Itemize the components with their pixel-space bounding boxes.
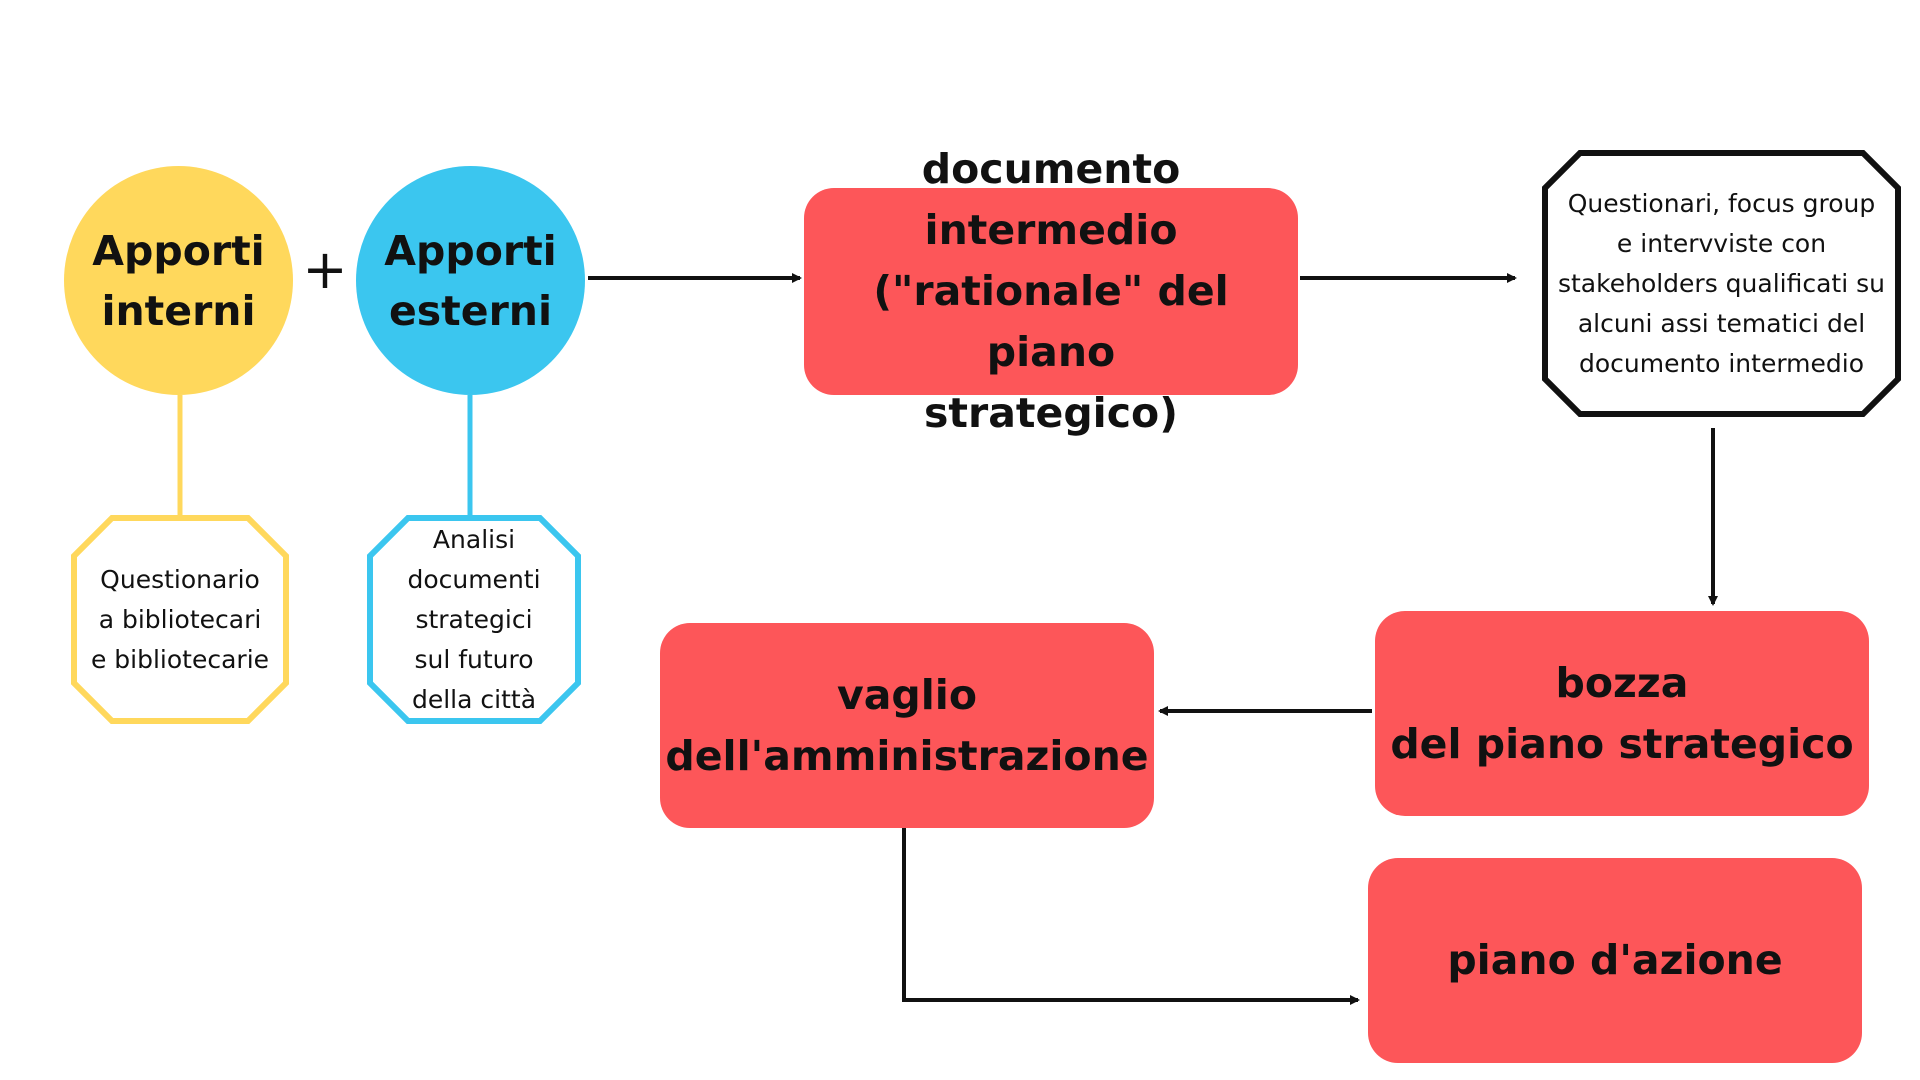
questionari-focus-line-2: e intervviste con [1616, 228, 1827, 258]
questionari-focus-octagon [1542, 150, 1901, 417]
questionari-focus-line-4: alcuni assi tematici del [1577, 308, 1866, 338]
bozza-line-2: del piano strategico [1390, 719, 1854, 768]
analisi-text: Analisi documenti strategici sul futuro … [374, 518, 574, 721]
bozza-line-1: bozza [1555, 658, 1689, 707]
apporti-esterni-line-2: esterni [388, 286, 553, 335]
questionari-focus-text: Questionari, focus group e intervviste c… [1549, 157, 1894, 410]
analisi-line-4: sul futuro [414, 644, 534, 674]
analisi-line-5: della città [411, 684, 537, 714]
questionario-octagon [71, 515, 289, 724]
plus-sign: + [302, 238, 348, 301]
apporti-interni-node: Apporti interni [64, 166, 293, 395]
analisi-line-3: strategici [415, 604, 533, 634]
apporti-interni-line-1: Apporti [92, 226, 265, 275]
apporti-esterni-node: Apporti esterni [356, 166, 585, 395]
documento-intermedio-line-1: documento intermedio [921, 145, 1181, 254]
questionario-line-1: Questionario [100, 564, 260, 594]
vaglio-line-2: dell'amministrazione [665, 731, 1149, 780]
analisi-line-1: Analisi [432, 524, 516, 554]
vaglio-box: vaglio dell'amministrazione [660, 623, 1154, 828]
vaglio-line-1: vaglio [836, 670, 978, 719]
questionario-line-3: e bibliotecarie [90, 644, 270, 674]
piano-azione-line-1: piano d'azione [1447, 936, 1783, 984]
analisi-octagon [367, 515, 581, 724]
piano-azione-box: piano d'azione [1368, 858, 1862, 1063]
documento-intermedio-box: documento intermedio ("rationale" del pi… [804, 145, 1298, 437]
questionari-focus-line-1: Questionari, focus group [1567, 188, 1876, 218]
documento-intermedio-line-3: strategico) [924, 389, 1178, 437]
questionari-focus-line-5: documento intermedio [1578, 348, 1865, 378]
questionario-text: Questionario a bibliotecari e biblioteca… [78, 522, 282, 717]
analisi-line-2: documenti [407, 564, 541, 594]
documento-intermedio-line-2: ("rationale" del piano [873, 267, 1229, 376]
questionari-focus-line-3: stakeholders qualificati su [1557, 268, 1885, 298]
bozza-box: bozza del piano strategico [1375, 611, 1869, 816]
apporti-interni-line-2: interni [101, 286, 256, 335]
arrow-vaglio-to-piano [902, 828, 1360, 1005]
apporti-esterni-line-1: Apporti [384, 226, 557, 275]
questionario-line-2: a bibliotecari [98, 604, 262, 634]
